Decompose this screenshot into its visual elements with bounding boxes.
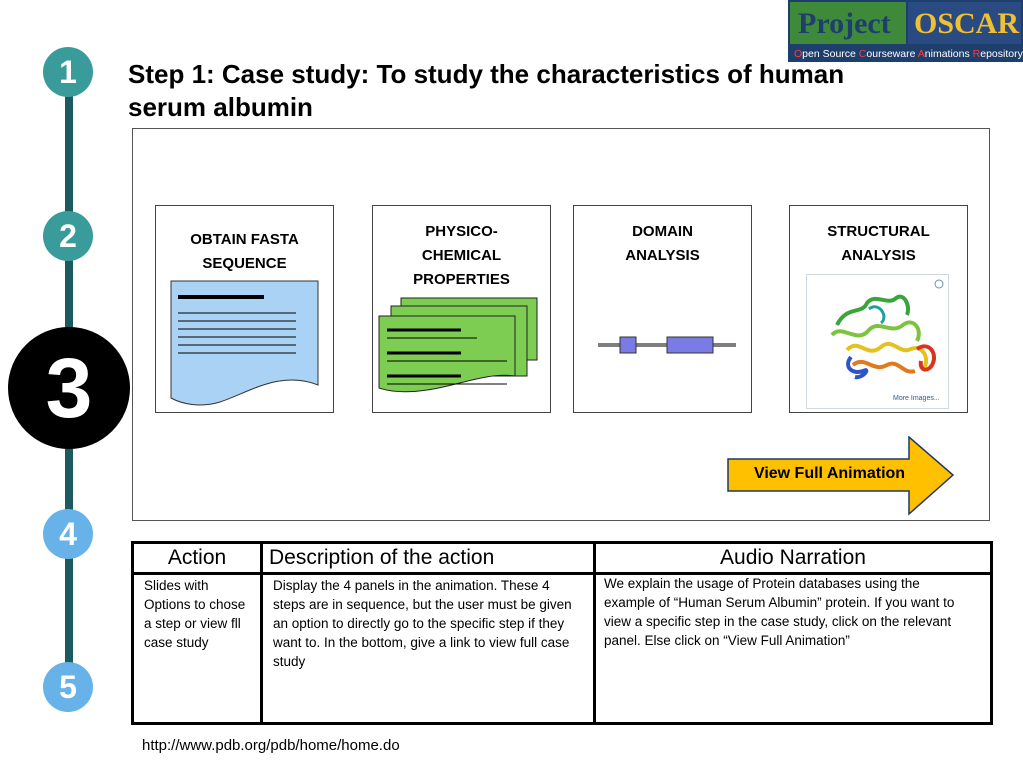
property-sheets-icon bbox=[378, 297, 538, 393]
logo-tagline: Open Source Courseware Animations Reposi… bbox=[794, 48, 1023, 60]
step-3-button[interactable]: 3 bbox=[8, 327, 130, 449]
project-oscar-logo: Project OSCAR Open Source Courseware Ani… bbox=[788, 0, 1023, 62]
panel-label: STRUCTURAL ANALYSIS bbox=[827, 223, 930, 264]
protein-ribbon-image: More Images... bbox=[830, 279, 944, 402]
domain-diagram-icon bbox=[598, 336, 736, 354]
cell-action: Slides with Options to chose a step or v… bbox=[144, 578, 246, 650]
fasta-document-icon bbox=[170, 280, 319, 406]
step-5-button[interactable]: 5 bbox=[43, 662, 93, 712]
view-full-animation-button[interactable]: View Full Animation bbox=[753, 465, 906, 482]
svg-text:Project: Project bbox=[798, 7, 891, 40]
panel-label: OBTAIN FASTA SEQUENCE bbox=[190, 231, 299, 272]
more-images-link: More Images... bbox=[893, 395, 940, 402]
panel-obtain-fasta[interactable]: OBTAIN FASTA SEQUENCE bbox=[155, 205, 334, 413]
page-title: Step 1: Case study: To study the charact… bbox=[128, 59, 845, 122]
table-col-divider bbox=[260, 544, 263, 722]
cell-narration: We explain the usage of Protein database… bbox=[604, 576, 955, 648]
table-header-divider bbox=[134, 572, 990, 575]
panel-label: PHYSICO- CHEMICAL PROPERTIES bbox=[413, 223, 510, 288]
table-col-divider bbox=[593, 544, 596, 722]
step-2-button[interactable]: 2 bbox=[43, 211, 93, 261]
panel-physico-chemical[interactable]: PHYSICO- CHEMICAL PROPERTIES bbox=[372, 205, 551, 413]
header-audio-narration: Audio Narration bbox=[720, 546, 866, 569]
step-4-button[interactable]: 4 bbox=[43, 509, 93, 559]
panel-structural-analysis[interactable]: STRUCTURAL ANALYSIS More Images... bbox=[789, 205, 968, 413]
svg-text:OSCAR: OSCAR bbox=[914, 7, 1019, 40]
source-url-link[interactable]: http://www.pdb.org/pdb/home/home.do bbox=[142, 737, 400, 754]
storyboard-table: Action Description of the action Audio N… bbox=[131, 541, 993, 725]
header-action: Action bbox=[167, 546, 227, 569]
panel-label: DOMAIN ANALYSIS bbox=[625, 223, 700, 264]
animation-panel bbox=[132, 128, 990, 521]
view-full-animation-arrow[interactable] bbox=[727, 435, 955, 516]
header-description: Description of the action bbox=[269, 546, 495, 569]
cell-description: Display the 4 panels in the animation. T… bbox=[273, 578, 572, 669]
protein-structure-thumbnail[interactable]: More Images... bbox=[806, 274, 949, 409]
step-1-button[interactable]: 1 bbox=[43, 47, 93, 97]
panel-domain-analysis[interactable]: DOMAIN ANALYSIS bbox=[573, 205, 752, 413]
